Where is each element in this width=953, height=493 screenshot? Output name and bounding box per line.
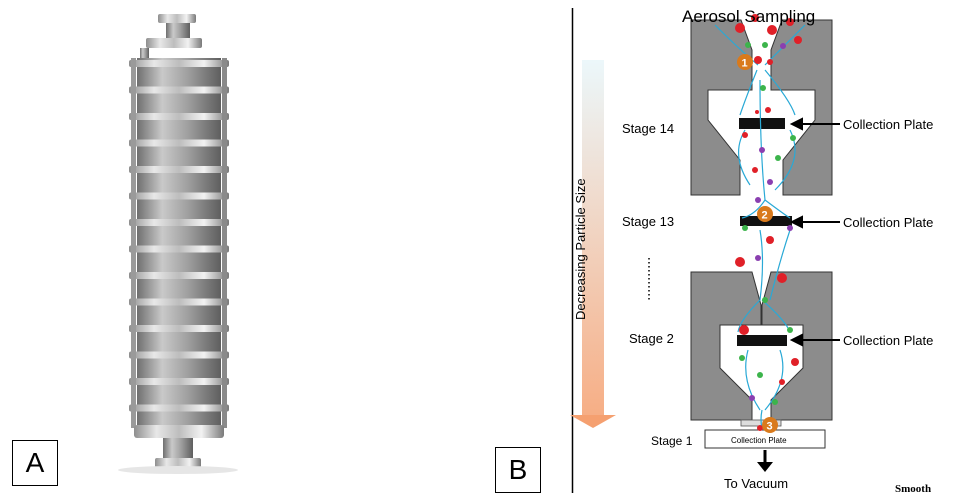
impactor-section	[137, 252, 221, 272]
particle	[787, 225, 793, 231]
impactor-ring	[129, 351, 229, 359]
particle	[735, 257, 745, 267]
panel-a-label: A	[12, 440, 58, 486]
particle	[759, 147, 765, 153]
particle	[766, 236, 774, 244]
particle	[780, 43, 786, 49]
particle	[754, 56, 762, 64]
stage-1-plate-label: Collection Plate	[731, 436, 787, 445]
impactor-ring	[129, 139, 229, 147]
stage-14-plate-label: Collection Plate	[843, 117, 933, 132]
stage-14-label: Stage 14	[622, 121, 674, 136]
impactor-ring	[129, 219, 229, 226]
impactor-ring	[129, 113, 229, 120]
particle	[790, 135, 796, 141]
marker-1-circle	[737, 54, 753, 70]
impactor-rod	[222, 58, 227, 428]
particle	[749, 395, 755, 401]
stage-13-plate-label: Collection Plate	[843, 215, 933, 230]
impactor-ring	[129, 60, 229, 67]
particle	[755, 110, 759, 114]
particle	[775, 155, 781, 161]
impactor-section	[137, 199, 221, 219]
impactor-section	[137, 385, 221, 404]
impactor-ring	[129, 298, 229, 306]
particle	[767, 25, 777, 35]
flow-arrow	[745, 349, 761, 411]
particle	[767, 59, 773, 65]
particle	[772, 399, 778, 405]
particle	[794, 36, 802, 44]
particle	[739, 355, 745, 361]
flow-arrow	[741, 199, 766, 219]
impactor-section	[137, 226, 221, 245]
particle	[791, 358, 799, 366]
marker-3-circle	[762, 417, 778, 433]
particle	[779, 379, 785, 385]
impactor-section	[137, 93, 221, 113]
particle	[760, 85, 766, 91]
impactor-ring	[129, 378, 229, 385]
impactor-ring	[129, 404, 229, 412]
stage-2-label: Stage 2	[629, 331, 674, 346]
impactor-ring	[129, 272, 229, 279]
flow-arrow	[739, 69, 758, 116]
particle	[742, 132, 748, 138]
impactor-ring	[129, 166, 229, 173]
particle	[765, 107, 771, 113]
particle	[742, 225, 748, 231]
watermark-text: Smooth	[895, 483, 931, 493]
particle	[752, 167, 758, 173]
impactor-ring	[129, 245, 229, 253]
impactor-section	[137, 279, 221, 298]
marker-1-label: 1	[742, 58, 748, 70]
particle	[735, 23, 745, 33]
impactor-ring	[129, 192, 229, 200]
particle	[739, 325, 749, 335]
outlet-label: To Vacuum	[724, 476, 788, 491]
particle	[777, 273, 787, 283]
impactor-section	[137, 305, 221, 325]
particle	[767, 179, 773, 185]
impactor-section	[137, 120, 221, 139]
flow-arrow	[764, 199, 791, 219]
impactor-section	[137, 358, 221, 378]
stage-2-plate-label: Collection Plate	[843, 333, 933, 348]
stage-13-label: Stage 13	[622, 214, 674, 229]
impactor-section	[137, 332, 221, 351]
flow-arrow	[759, 229, 764, 301]
particle	[762, 297, 768, 303]
flow-arrow	[769, 229, 791, 301]
axis-label: Decreasing Particle Size	[573, 178, 588, 320]
particle	[762, 42, 768, 48]
flow-arrow	[764, 69, 796, 116]
particle	[745, 42, 751, 48]
flow-arrow	[737, 299, 761, 333]
flow-arrow	[759, 79, 766, 201]
impactor-section	[137, 173, 221, 192]
impactor-section	[137, 67, 221, 86]
impactor-ring	[129, 86, 229, 94]
diagram-title: Aerosol Sampling	[682, 7, 815, 26]
panel-b-label: B	[495, 447, 541, 493]
particle	[751, 14, 759, 22]
marker-2-label: 2	[762, 210, 768, 222]
particle	[787, 327, 793, 333]
particle	[755, 255, 761, 261]
impactor-section	[137, 146, 221, 166]
particle	[786, 18, 794, 26]
marker-2-circle	[757, 206, 773, 222]
particle	[755, 197, 761, 203]
impactor-ring	[129, 325, 229, 332]
particle	[757, 425, 763, 431]
stage-1-label: Stage 1	[651, 434, 693, 448]
impactor-rod	[131, 58, 136, 428]
particle	[757, 372, 763, 378]
marker-3-label: 3	[767, 421, 773, 433]
